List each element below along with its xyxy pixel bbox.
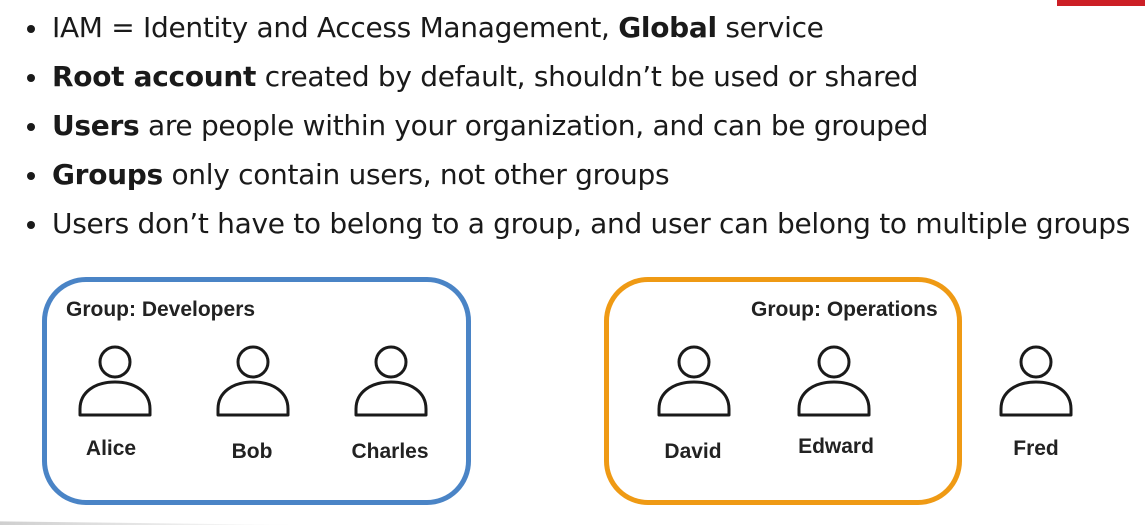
user-name-charles: Charles (351, 440, 429, 463)
bullet-bold-prefix: Users (52, 109, 140, 142)
bullet-text: Users don’t have to belong to a group, a… (52, 207, 1131, 240)
user-name-alice: Alice (85, 437, 137, 460)
bullet-text: created by default, shouldn’t be used or… (256, 60, 919, 93)
top-accent-bar (1057, 0, 1145, 6)
bullet-text: are people within your organization, and… (139, 109, 929, 142)
bullet-text: IAM = Identity and Access Management, (52, 11, 619, 44)
bullet-item-root-account: Root account created by default, shouldn… (22, 55, 1130, 104)
group-operations-box (604, 277, 962, 505)
bullet-dot (27, 221, 35, 229)
user-icon (797, 345, 871, 417)
group-operations-title: Group: Operations (751, 298, 938, 321)
bullet-dot (27, 74, 35, 82)
user-name-bob: Bob (231, 440, 273, 463)
user-icon (78, 345, 152, 417)
user-name-david: David (664, 440, 722, 463)
user-icon (216, 345, 290, 417)
bullet-item-users: Users are people within your organizatio… (22, 104, 1130, 153)
bullet-list: IAM = Identity and Access Management, Gl… (22, 6, 1130, 251)
bullet-dot (27, 25, 35, 33)
bullet-bold-suffix: Global (618, 11, 717, 44)
bullet-item-membership: Users don’t have to belong to a group, a… (22, 202, 1130, 251)
bullet-item-groups: Groups only contain users, not other gro… (22, 153, 1130, 202)
bullet-bold-prefix: Groups (52, 158, 163, 191)
group-developers-box (42, 277, 471, 505)
bullet-text: only contain users, not other groups (162, 158, 670, 191)
group-developers-title: Group: Developers (66, 298, 256, 321)
user-icon (657, 345, 731, 417)
user-icon (999, 345, 1073, 417)
user-name-fred: Fred (1013, 437, 1059, 460)
user-icon (354, 345, 428, 417)
bullet-dot (27, 123, 35, 131)
bottom-shade-decoration (0, 521, 300, 525)
bullet-item-iam: IAM = Identity and Access Management, Gl… (22, 6, 1130, 55)
bullet-dot (27, 172, 35, 180)
bullet-bold-prefix: Root account (52, 60, 257, 93)
user-name-edward: Edward (798, 435, 874, 458)
bullet-tail: service (716, 11, 824, 44)
